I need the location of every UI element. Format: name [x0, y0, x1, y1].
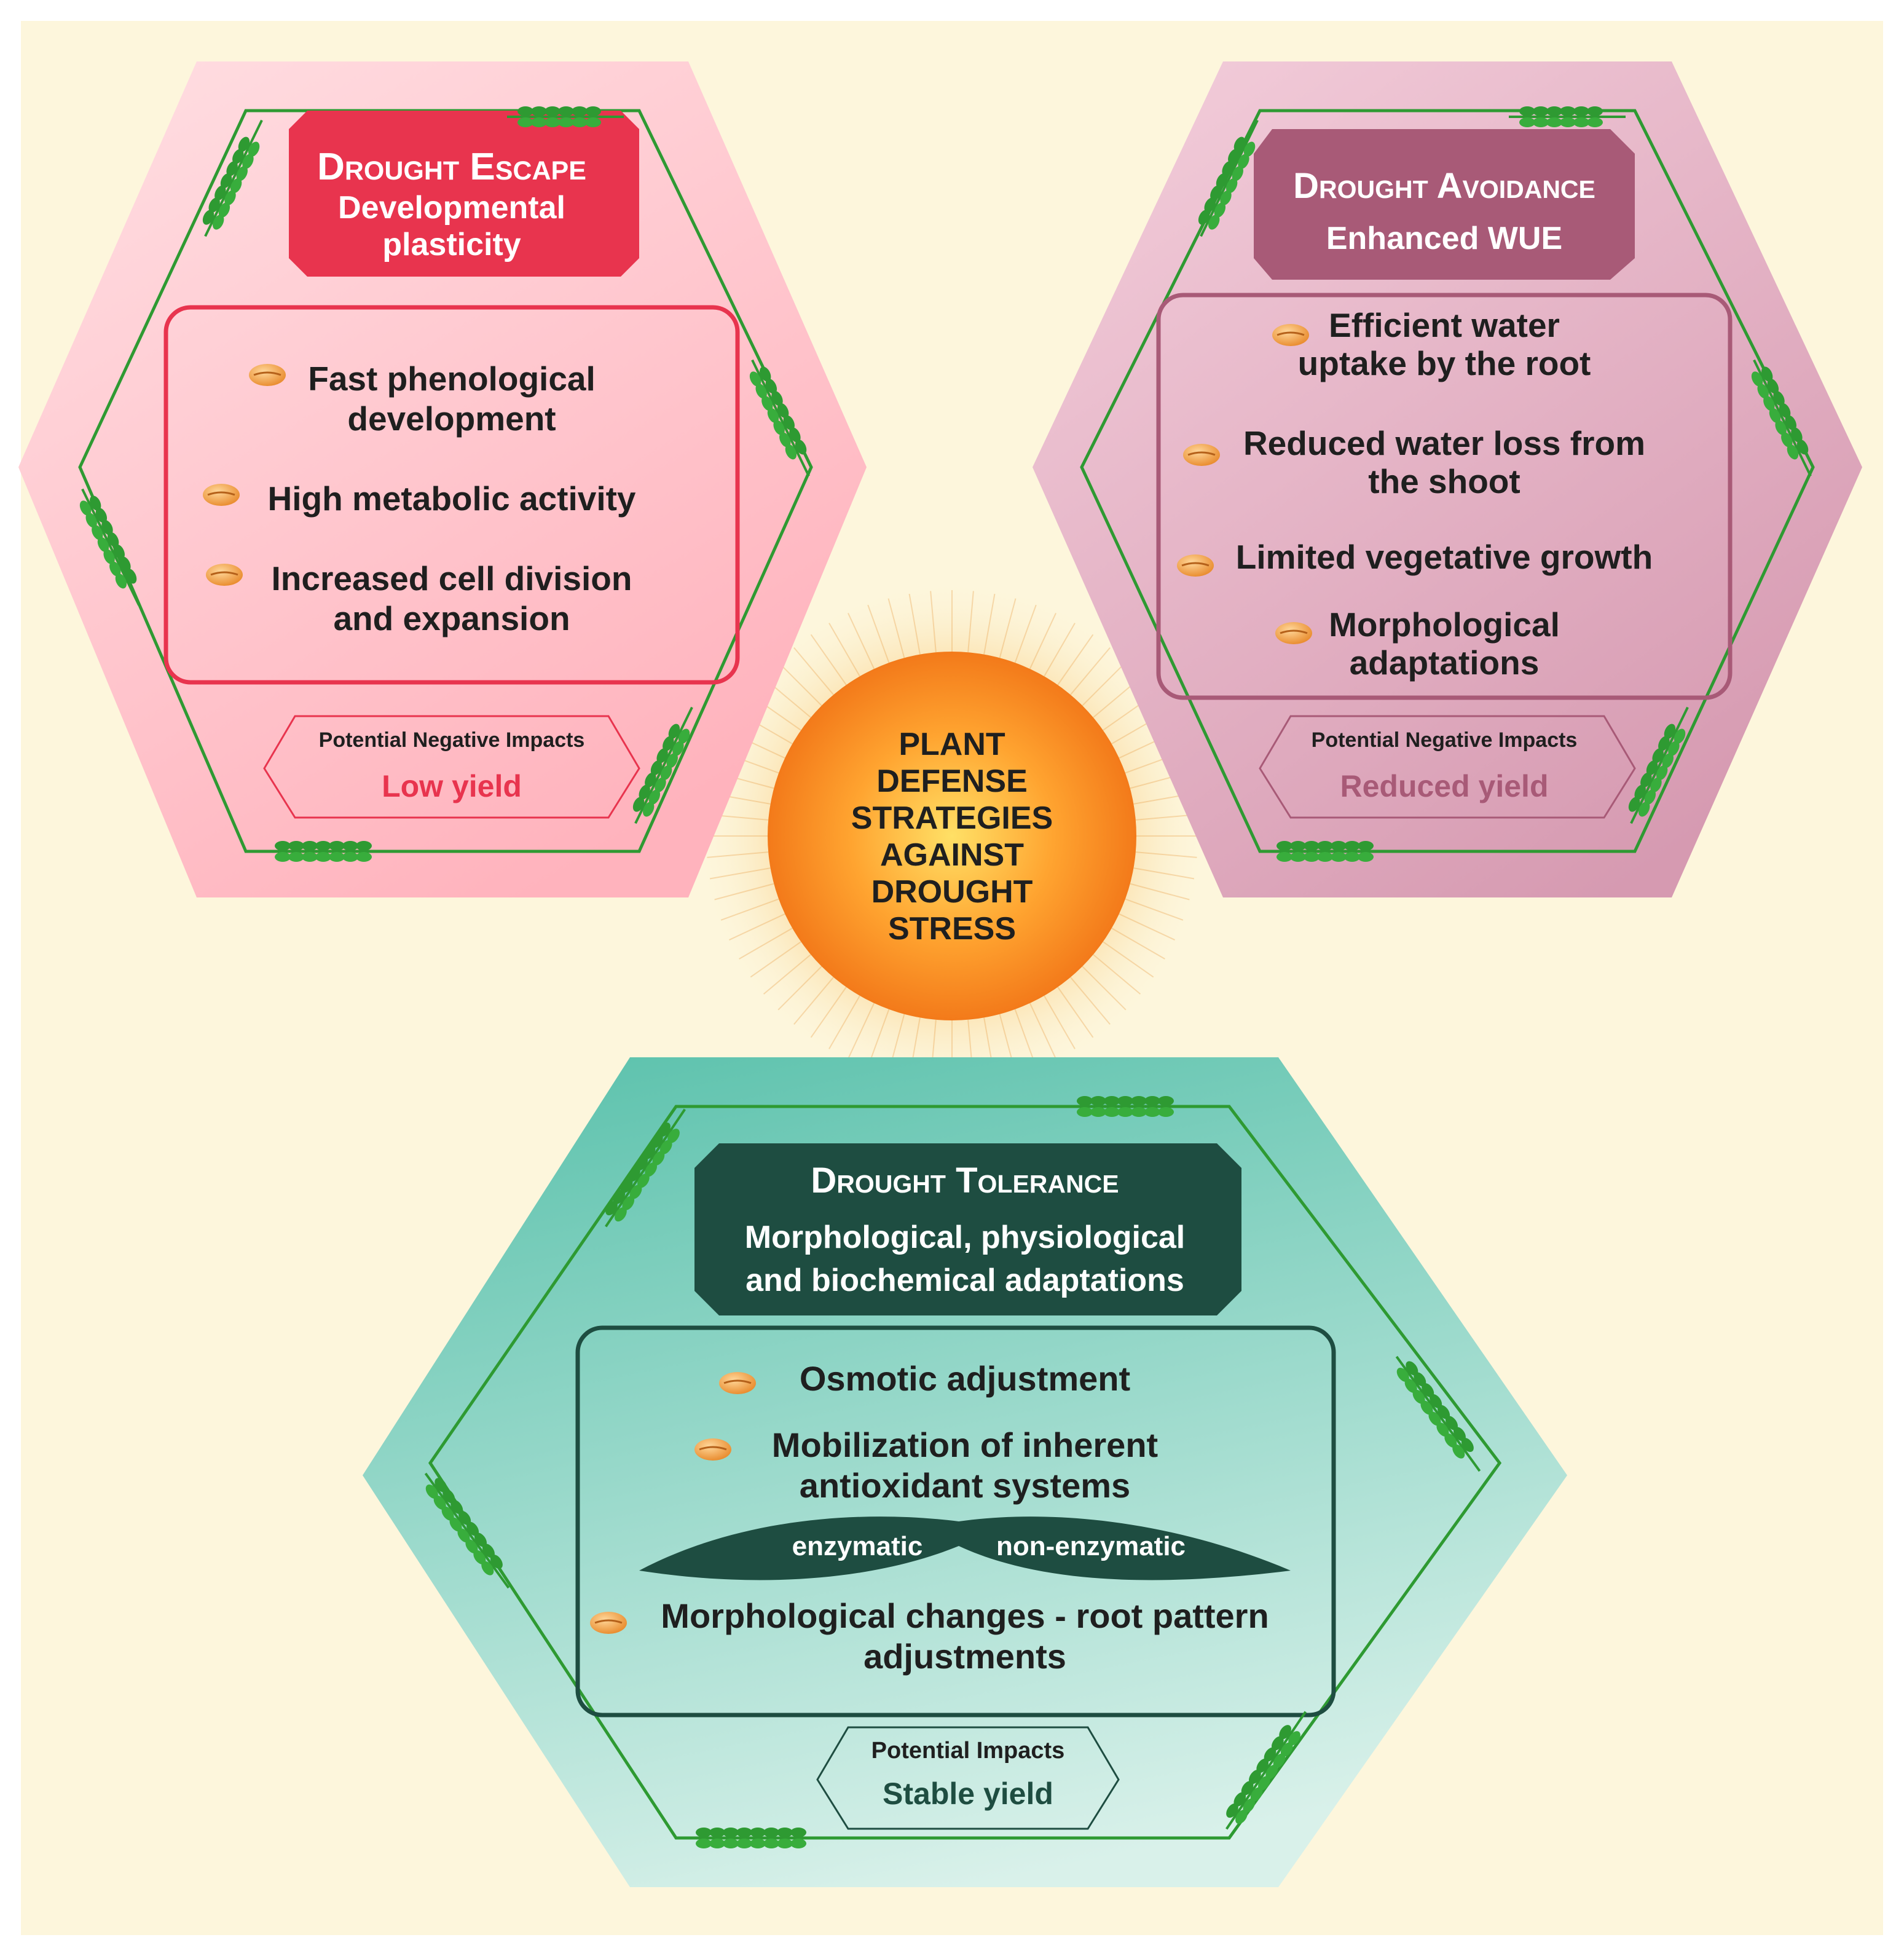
wheat-ear-icon — [1628, 706, 1689, 824]
escape-subtitle: plasticity — [382, 227, 521, 262]
wheat-ear-icon — [632, 706, 693, 824]
seed-bullet-icon — [694, 1438, 731, 1461]
seed-bullet-icon — [719, 1372, 756, 1394]
wheat-ear-icon — [1751, 359, 1812, 477]
tolerance-impact-box — [816, 1726, 1120, 1830]
wheat-ear-icon — [202, 119, 263, 237]
avoidance-panel — [1033, 61, 1862, 897]
escape-items-box — [163, 305, 740, 685]
tolerance-wheat-frame — [428, 1105, 1502, 1840]
tolerance-subtitle: and biochemical adaptations — [745, 1263, 1184, 1298]
wheat-ear-icon — [1509, 106, 1626, 127]
escape-panel — [18, 61, 867, 897]
tolerance-item: antioxidant systems — [800, 1466, 1130, 1505]
avoidance-title: Drought Avoidance — [1293, 166, 1595, 206]
center-title-line: STRESS — [888, 911, 1016, 947]
tolerance-title: Drought Tolerance — [811, 1161, 1119, 1201]
wheat-ear-icon — [1066, 1096, 1195, 1117]
tolerance-impact-label: Potential Impacts — [871, 1738, 1065, 1764]
avoidance-item: the shoot — [1368, 462, 1520, 500]
tolerance-item: Morphological changes - root pattern — [661, 1596, 1269, 1635]
wheat-ear-icon — [264, 841, 387, 862]
tolerance-panel — [363, 1057, 1567, 1887]
wheat-ear-icon — [79, 488, 140, 606]
avoidance-item: Morphological — [1329, 605, 1560, 644]
seed-bullet-icon — [1177, 554, 1214, 577]
escape-title-box — [289, 111, 639, 277]
center-sun: PLANTDEFENSESTRATEGIESAGAINSTDROUGHTSTRE… — [694, 578, 1210, 1094]
avoidance-item: Limited vegetative growth — [1236, 538, 1653, 576]
avoidance-hexagon — [1033, 61, 1862, 897]
enzymatic-label: enzymatic — [792, 1531, 923, 1561]
tolerance-item: adjustments — [863, 1637, 1066, 1676]
wheat-ear-icon — [1266, 841, 1389, 862]
center-title-line: DEFENSE — [876, 763, 1028, 799]
wheat-ear-icon — [1225, 1711, 1307, 1830]
escape-item: development — [347, 400, 556, 438]
avoidance-impact-box — [1259, 715, 1636, 819]
seed-bullet-icon — [1272, 324, 1309, 346]
center-title-line: AGAINST — [880, 837, 1024, 873]
antioxidant-split-shape — [639, 1516, 1291, 1580]
escape-wheat-frame — [78, 109, 813, 853]
avoidance-item: uptake by the root — [1298, 344, 1591, 382]
escape-title: Drought Escape — [317, 146, 586, 188]
wheat-ear-icon — [749, 359, 810, 477]
tolerance-title-box — [694, 1143, 1241, 1315]
escape-impact-box — [263, 715, 640, 819]
avoidance-item: Reduced water loss from — [1243, 424, 1645, 462]
seed-bullet-icon — [249, 364, 286, 386]
seed-bullet-icon — [203, 484, 240, 506]
escape-hexagon — [18, 61, 867, 897]
escape-impact-label: Potential Negative Impacts — [319, 728, 585, 752]
avoidance-impact-value: Reduced yield — [1340, 769, 1549, 803]
avoidance-subtitle: Enhanced WUE — [1326, 221, 1562, 256]
wheat-ear-icon — [605, 1108, 686, 1228]
avoidance-impact-label: Potential Negative Impacts — [1312, 728, 1578, 752]
wheat-ear-icon — [507, 106, 624, 127]
avoidance-item: adaptations — [1350, 644, 1540, 682]
non-enzymatic-label: non-enzymatic — [996, 1531, 1186, 1561]
sun-disc — [768, 652, 1136, 1020]
tolerance-item: Mobilization of inherent — [772, 1426, 1158, 1464]
avoidance-item: Efficient water — [1329, 306, 1560, 344]
tolerance-impact-value: Stable yield — [883, 1777, 1053, 1811]
escape-item: High metabolic activity — [267, 479, 635, 518]
seed-bullet-icon — [206, 564, 243, 586]
wheat-ear-icon — [1395, 1355, 1481, 1472]
avoidance-title-box — [1254, 129, 1635, 280]
wheat-ear-icon — [685, 1828, 827, 1848]
tolerance-hexagon — [363, 1057, 1567, 1887]
seed-bullet-icon — [1275, 622, 1312, 644]
center-title-line: STRATEGIES — [851, 800, 1053, 836]
text-layer: Drought EscapeDevelopmentalplasticityFas… — [203, 146, 1653, 1811]
wheat-ear-icon — [424, 1472, 510, 1589]
tolerance-item: Osmotic adjustment — [800, 1359, 1130, 1398]
center-title-line: DROUGHT — [871, 874, 1033, 910]
tolerance-items-box — [575, 1325, 1336, 1717]
escape-item: and expansion — [333, 599, 570, 637]
wheat-decorations — [79, 106, 1812, 1848]
seed-bullet-icon — [590, 1612, 627, 1634]
escape-item: Fast phenological — [308, 360, 596, 398]
avoidance-items-box — [1156, 293, 1733, 700]
center-title-line: PLANT — [899, 727, 1005, 762]
avoidance-wheat-frame — [1080, 109, 1815, 853]
escape-subtitle: Developmental — [338, 190, 565, 226]
center-title: PLANTDEFENSESTRATEGIESAGAINSTDROUGHTSTRE… — [851, 727, 1053, 947]
seed-bullet-icon — [1183, 444, 1220, 466]
escape-impact-value: Low yield — [382, 769, 522, 803]
tolerance-subtitle: Morphological, physiological — [745, 1220, 1186, 1255]
escape-item: Increased cell division — [272, 559, 632, 597]
wheat-ear-icon — [1198, 119, 1259, 237]
